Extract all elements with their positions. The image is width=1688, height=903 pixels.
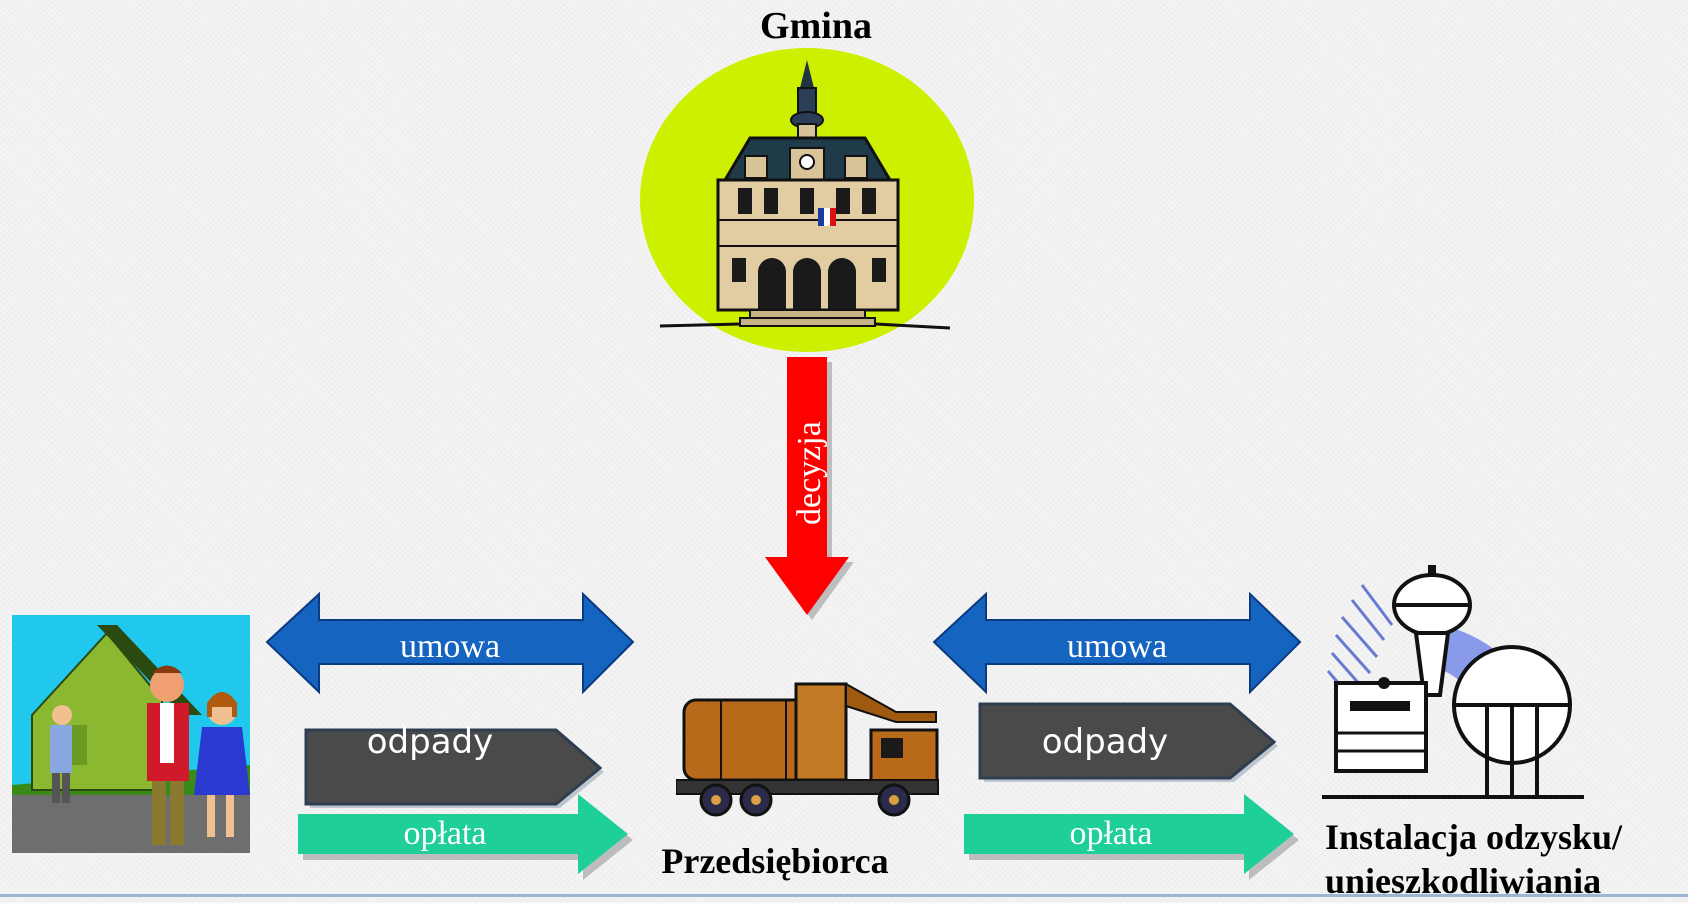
right-fee-arrow (964, 794, 1299, 880)
left-waste-label: odpady (366, 722, 494, 762)
left-contract-label: umowa (399, 628, 501, 665)
right-waste-label: odpady (1041, 722, 1169, 762)
right-contract-label: umowa (1066, 628, 1168, 665)
processing-plant-icon (1322, 565, 1584, 799)
przedsiebiorca-label: Przedsiębiorca (661, 841, 889, 881)
right-contract-arrow (932, 592, 1302, 695)
right-waste-arrow (978, 702, 1278, 782)
decision-label: decyzja (791, 421, 828, 525)
bottom-divider (0, 894, 1688, 897)
left-fee-label: opłata (403, 815, 487, 852)
decision-arrow (765, 357, 854, 620)
instalacja-label: Instalacja odzysku/ unieszkodliwiania (1325, 817, 1623, 901)
left-fee-arrow (298, 794, 633, 880)
right-fee-label: opłata (1069, 815, 1153, 852)
garbage-truck-icon (676, 682, 939, 817)
town-hall-icon (640, 48, 974, 352)
left-waste-arrow (304, 728, 604, 808)
residents-house-icon (12, 615, 250, 853)
left-contract-arrow (265, 592, 635, 695)
gmina-label: Gmina (760, 5, 872, 47)
